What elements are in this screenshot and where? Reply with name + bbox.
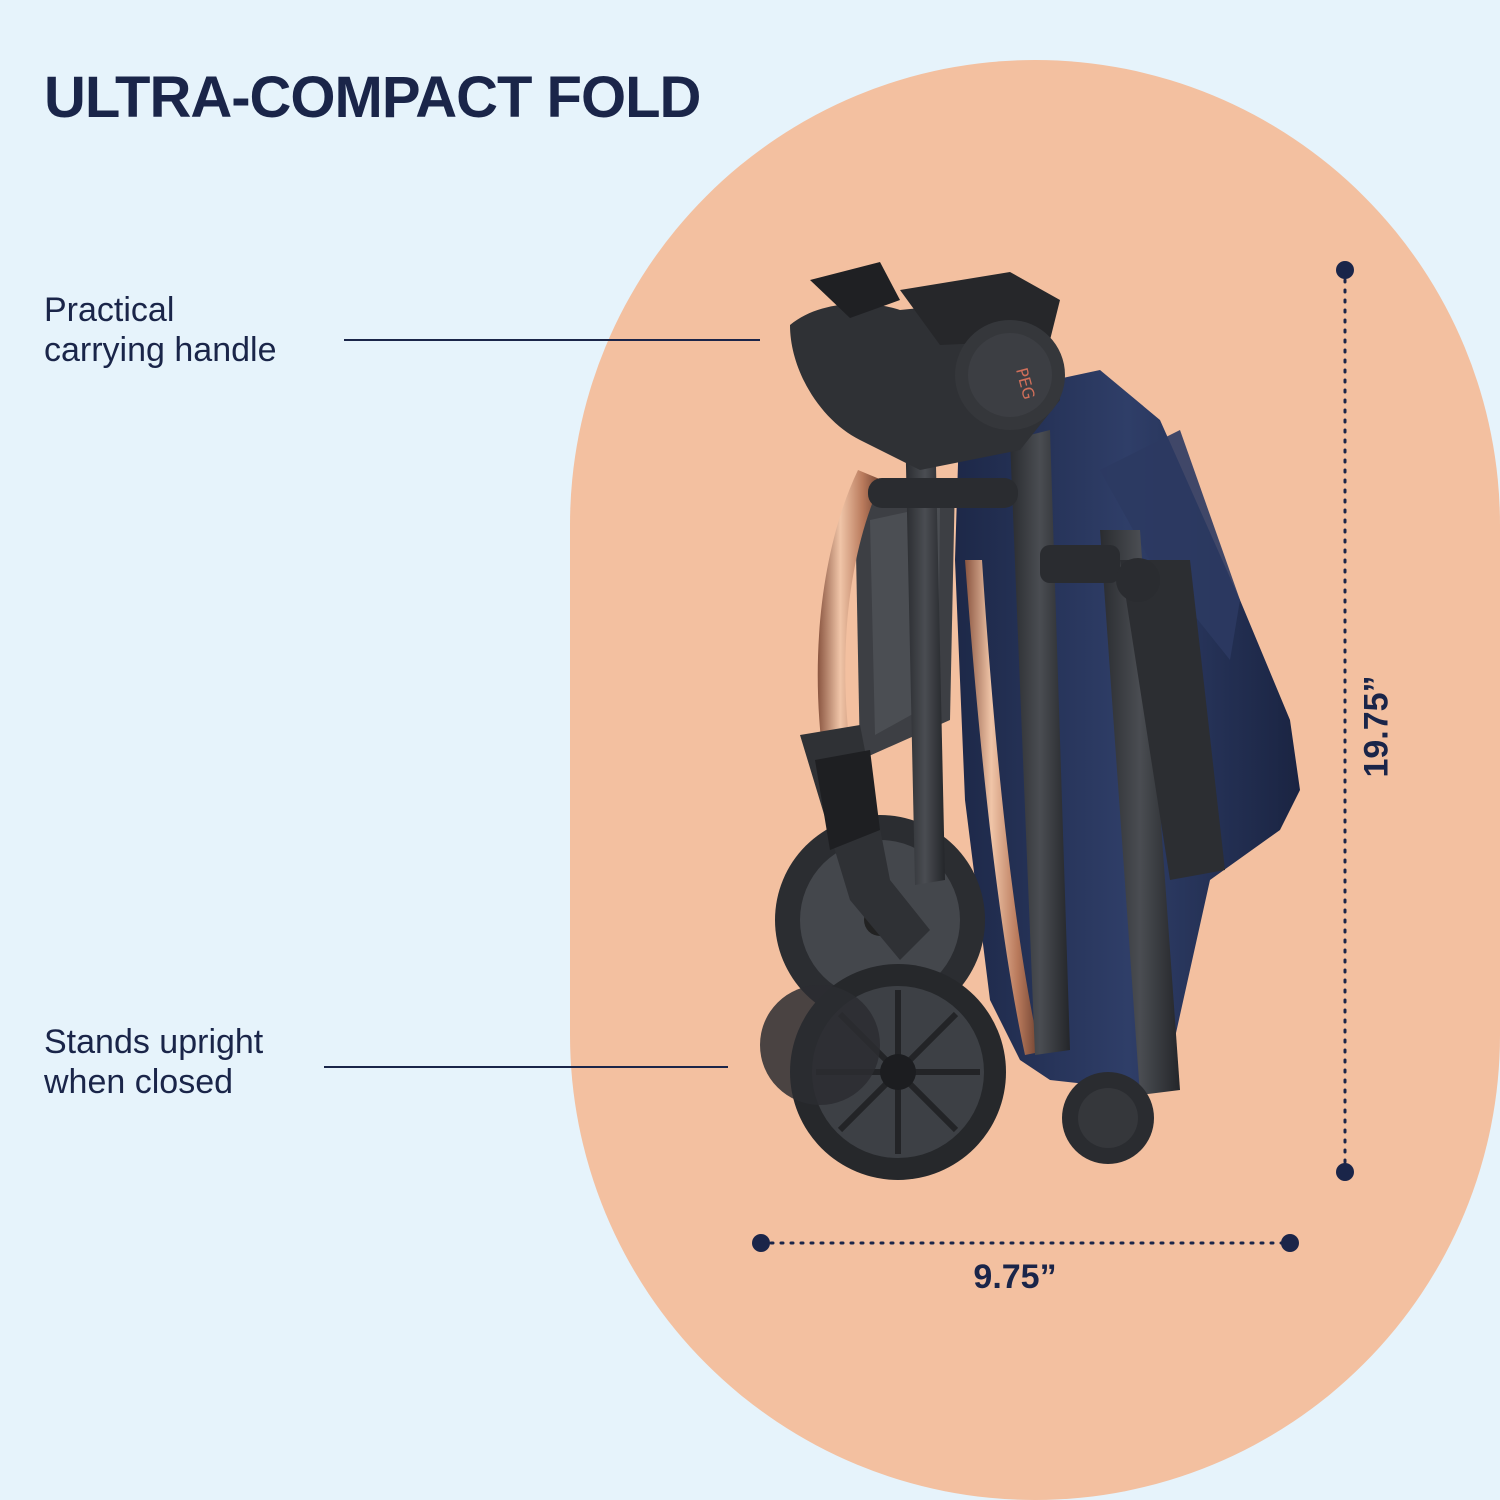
height-dimension-line <box>1336 261 1354 1181</box>
callout-line: carrying handle <box>44 331 277 369</box>
callout-line: Stands upright <box>44 1023 264 1061</box>
callout-leader-line <box>344 339 760 341</box>
callout-stands-upright: Stands upright when closed <box>44 1022 263 1102</box>
height-dimension-label: 19.75” <box>1357 675 1396 778</box>
callout-leader-line <box>324 1066 728 1068</box>
width-dimension-line <box>752 1234 1299 1252</box>
width-dimension-label: 9.75” <box>973 1258 1057 1296</box>
folded-stroller-illustration: PEG <box>760 262 1300 1180</box>
callout-line: when closed <box>44 1063 234 1101</box>
callout-carrying-handle: Practical carrying handle <box>44 290 276 370</box>
stroller-leg <box>1100 530 1180 1095</box>
callout-line: Practical <box>44 291 175 329</box>
headline: ULTRA-COMPACT FOLD <box>44 65 701 130</box>
